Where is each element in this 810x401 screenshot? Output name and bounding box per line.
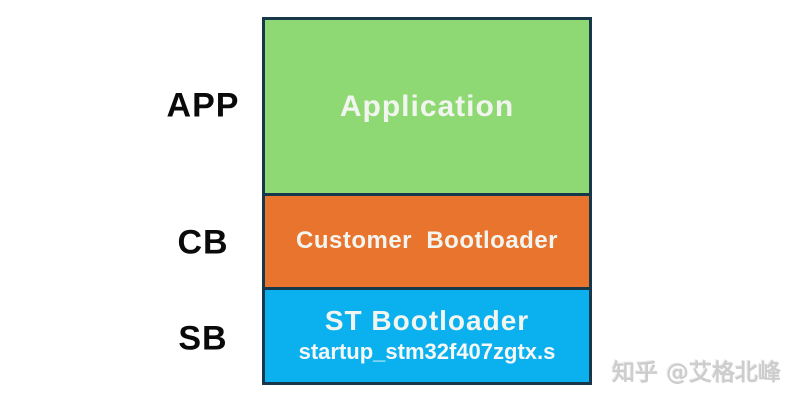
watermark: 知乎 @艾格北峰 [612,360,782,386]
block-label-sb: SB [178,319,228,358]
memory-block-st-bootloader: ST Bootloader startup_stm32f407zgtx.s [262,287,592,385]
block-title-customer-bootloader: Customer Bootloader [295,227,559,255]
block-label-cb: CB [177,223,229,262]
block-subtitle-startup-file: startup_stm32f407zgtx.s [298,339,556,365]
block-title-st-bootloader: ST Bootloader [324,305,530,337]
memory-block-application: Application [262,17,592,196]
block-label-app: APP [166,86,240,125]
block-title-application: Application [339,90,515,123]
memory-stack: Application Customer Bootloader ST Bootl… [262,17,592,385]
memory-block-customer-bootloader: Customer Bootloader [262,193,592,290]
